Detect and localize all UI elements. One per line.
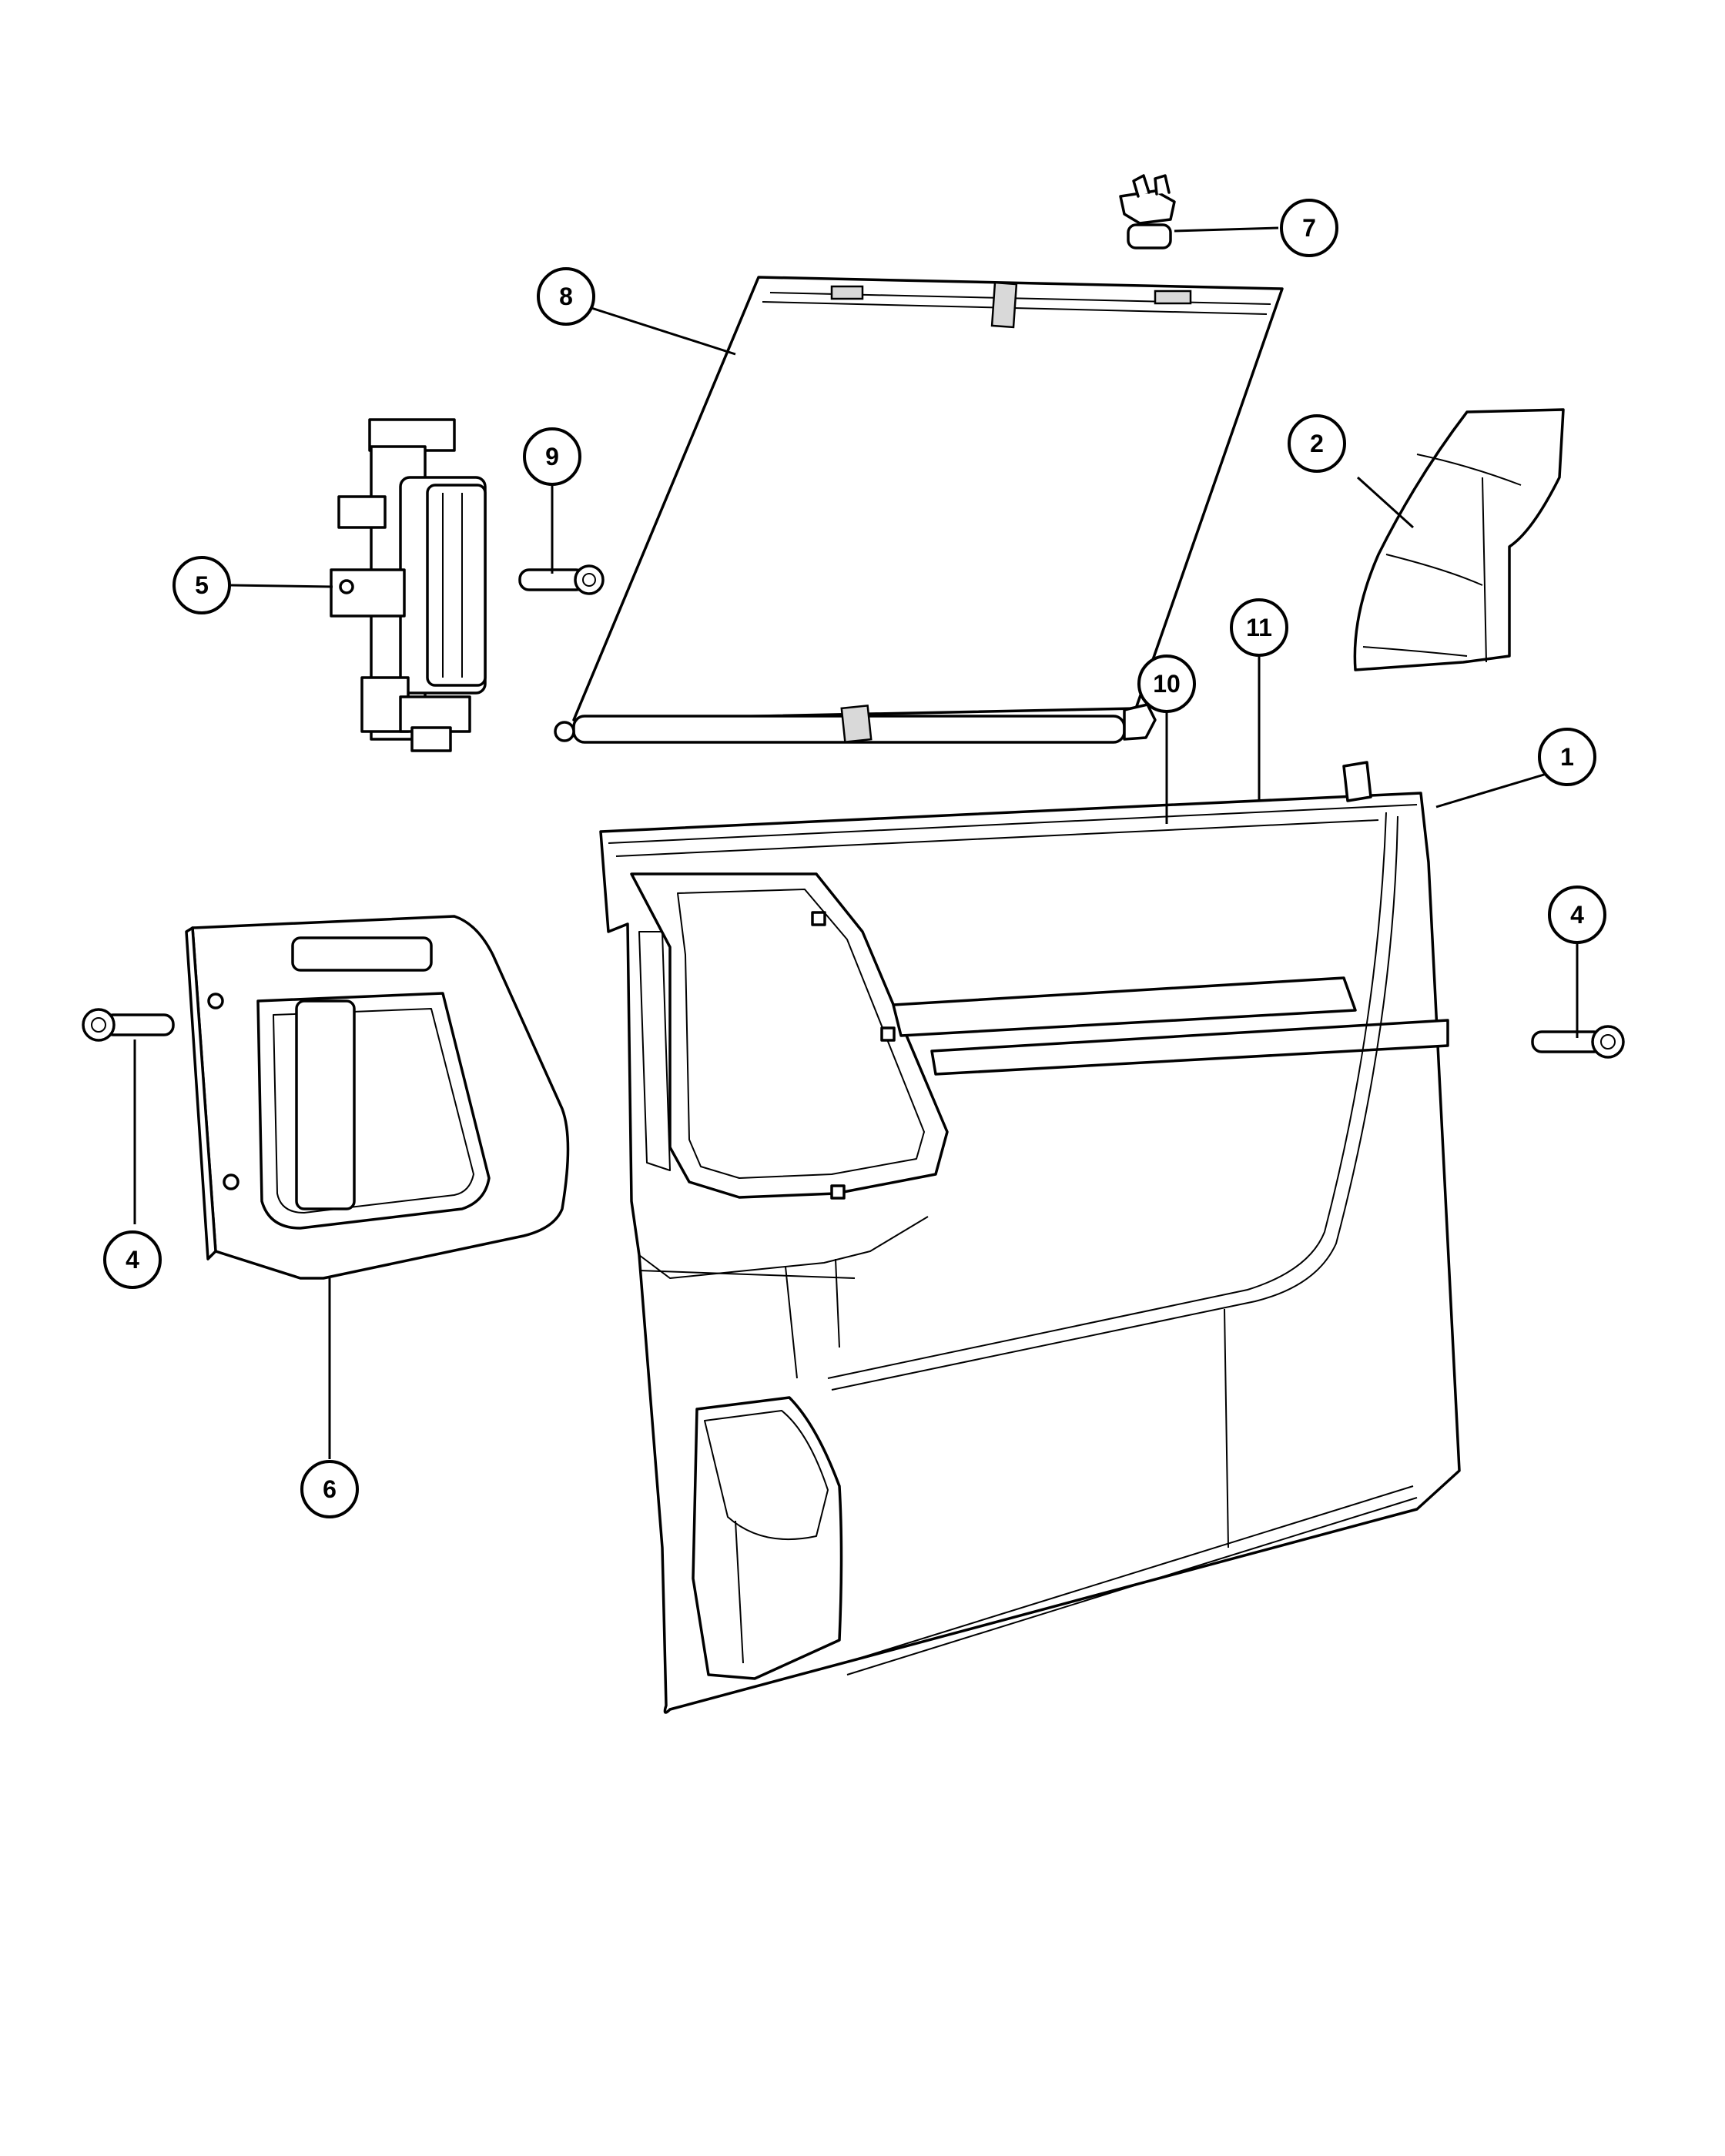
callout-11-label: 11 bbox=[1246, 614, 1272, 641]
callout-5: 5 bbox=[172, 556, 231, 614]
callout-1: 1 bbox=[1538, 728, 1596, 786]
callout-4-right: 4 bbox=[1548, 886, 1606, 944]
screw-9-part bbox=[518, 564, 605, 595]
leader-lines bbox=[133, 226, 1579, 1459]
callout-2-label: 2 bbox=[1310, 430, 1324, 457]
callout-10: 10 bbox=[1137, 654, 1196, 713]
door-trim-panel-part bbox=[599, 761, 1461, 1714]
trim-cover-part bbox=[1353, 408, 1565, 671]
callout-2: 2 bbox=[1288, 414, 1346, 473]
callout-9: 9 bbox=[523, 427, 581, 486]
callout-6: 6 bbox=[300, 1460, 359, 1518]
callout-5-label: 5 bbox=[195, 571, 209, 599]
callout-7: 7 bbox=[1280, 199, 1338, 257]
callout-8: 8 bbox=[537, 267, 595, 326]
screw-4-left-part bbox=[82, 1008, 175, 1042]
handle-latch-assembly-part bbox=[330, 418, 487, 752]
callout-9-label: 9 bbox=[545, 443, 559, 470]
sunshade-screen-part bbox=[554, 276, 1284, 744]
callout-8-label: 8 bbox=[559, 283, 573, 310]
callout-1-label: 1 bbox=[1560, 743, 1574, 771]
callout-7-label: 7 bbox=[1302, 214, 1316, 242]
callout-4-right-label: 4 bbox=[1570, 901, 1584, 929]
screw-4-right-part bbox=[1531, 1025, 1625, 1059]
callout-4-left-label: 4 bbox=[126, 1246, 139, 1274]
callout-6-label: 6 bbox=[323, 1475, 337, 1503]
callout-10-label: 10 bbox=[1153, 670, 1181, 698]
handle-bezel-part bbox=[185, 915, 570, 1280]
callout-11: 11 bbox=[1230, 598, 1288, 657]
callout-4-left: 4 bbox=[103, 1230, 162, 1289]
retainer-clip-part bbox=[1119, 174, 1176, 249]
